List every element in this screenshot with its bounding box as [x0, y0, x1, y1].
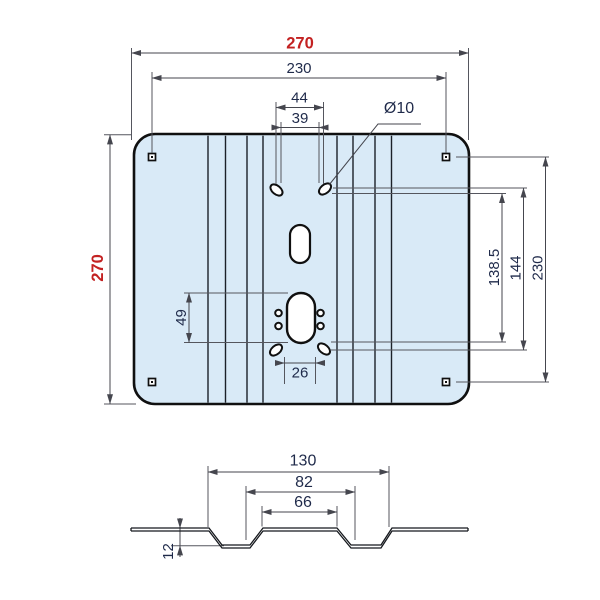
center-slot-upper [288, 223, 312, 265]
dim-lower-slots-gap: 26 [292, 365, 309, 382]
dim-slots-vertical-center: 144 [508, 255, 525, 280]
dim-section-outer: 130 [290, 453, 317, 470]
mounting-slot-top-right [317, 182, 333, 196]
dim-overall-height-left: 270 [89, 254, 107, 282]
dim-slots-vertical-inner: 138.5 [486, 249, 503, 287]
corner-hole-top-left [147, 152, 157, 162]
mounting-slot-top-left [269, 183, 284, 197]
bend-groove-lines [207, 135, 393, 403]
corner-hole-bottom-left [147, 377, 157, 387]
dim-corner-holes-vertical: 230 [530, 255, 547, 280]
mounting-slot-bottom-right [316, 342, 332, 356]
hole-diameter-callout: Ø10 [384, 100, 414, 117]
dim-top-slots-outer: 44 [291, 90, 308, 107]
dim-corner-holes-horizontal: 230 [286, 60, 311, 77]
dim-top-slots-inner: 39 [292, 110, 309, 127]
plate-section-view [130, 527, 469, 549]
dim-section-middle: 82 [295, 474, 313, 491]
corner-hole-top-right [441, 152, 451, 162]
dim-section-depth: 12 [160, 543, 177, 560]
center-slot-lower [285, 291, 317, 345]
plate-top-view [132, 132, 471, 406]
diameter-leader-line [328, 123, 421, 186]
extension-lines [104, 48, 549, 547]
corner-hole-bottom-right [441, 377, 451, 387]
dim-section-inner: 66 [294, 494, 312, 511]
dim-overall-width-top: 270 [286, 35, 314, 53]
mounting-slot-bottom-left [268, 343, 284, 357]
pilot-holes [274, 308, 325, 331]
dim-center-slot-length: 49 [173, 309, 190, 326]
dimension-lines [107, 50, 549, 557]
